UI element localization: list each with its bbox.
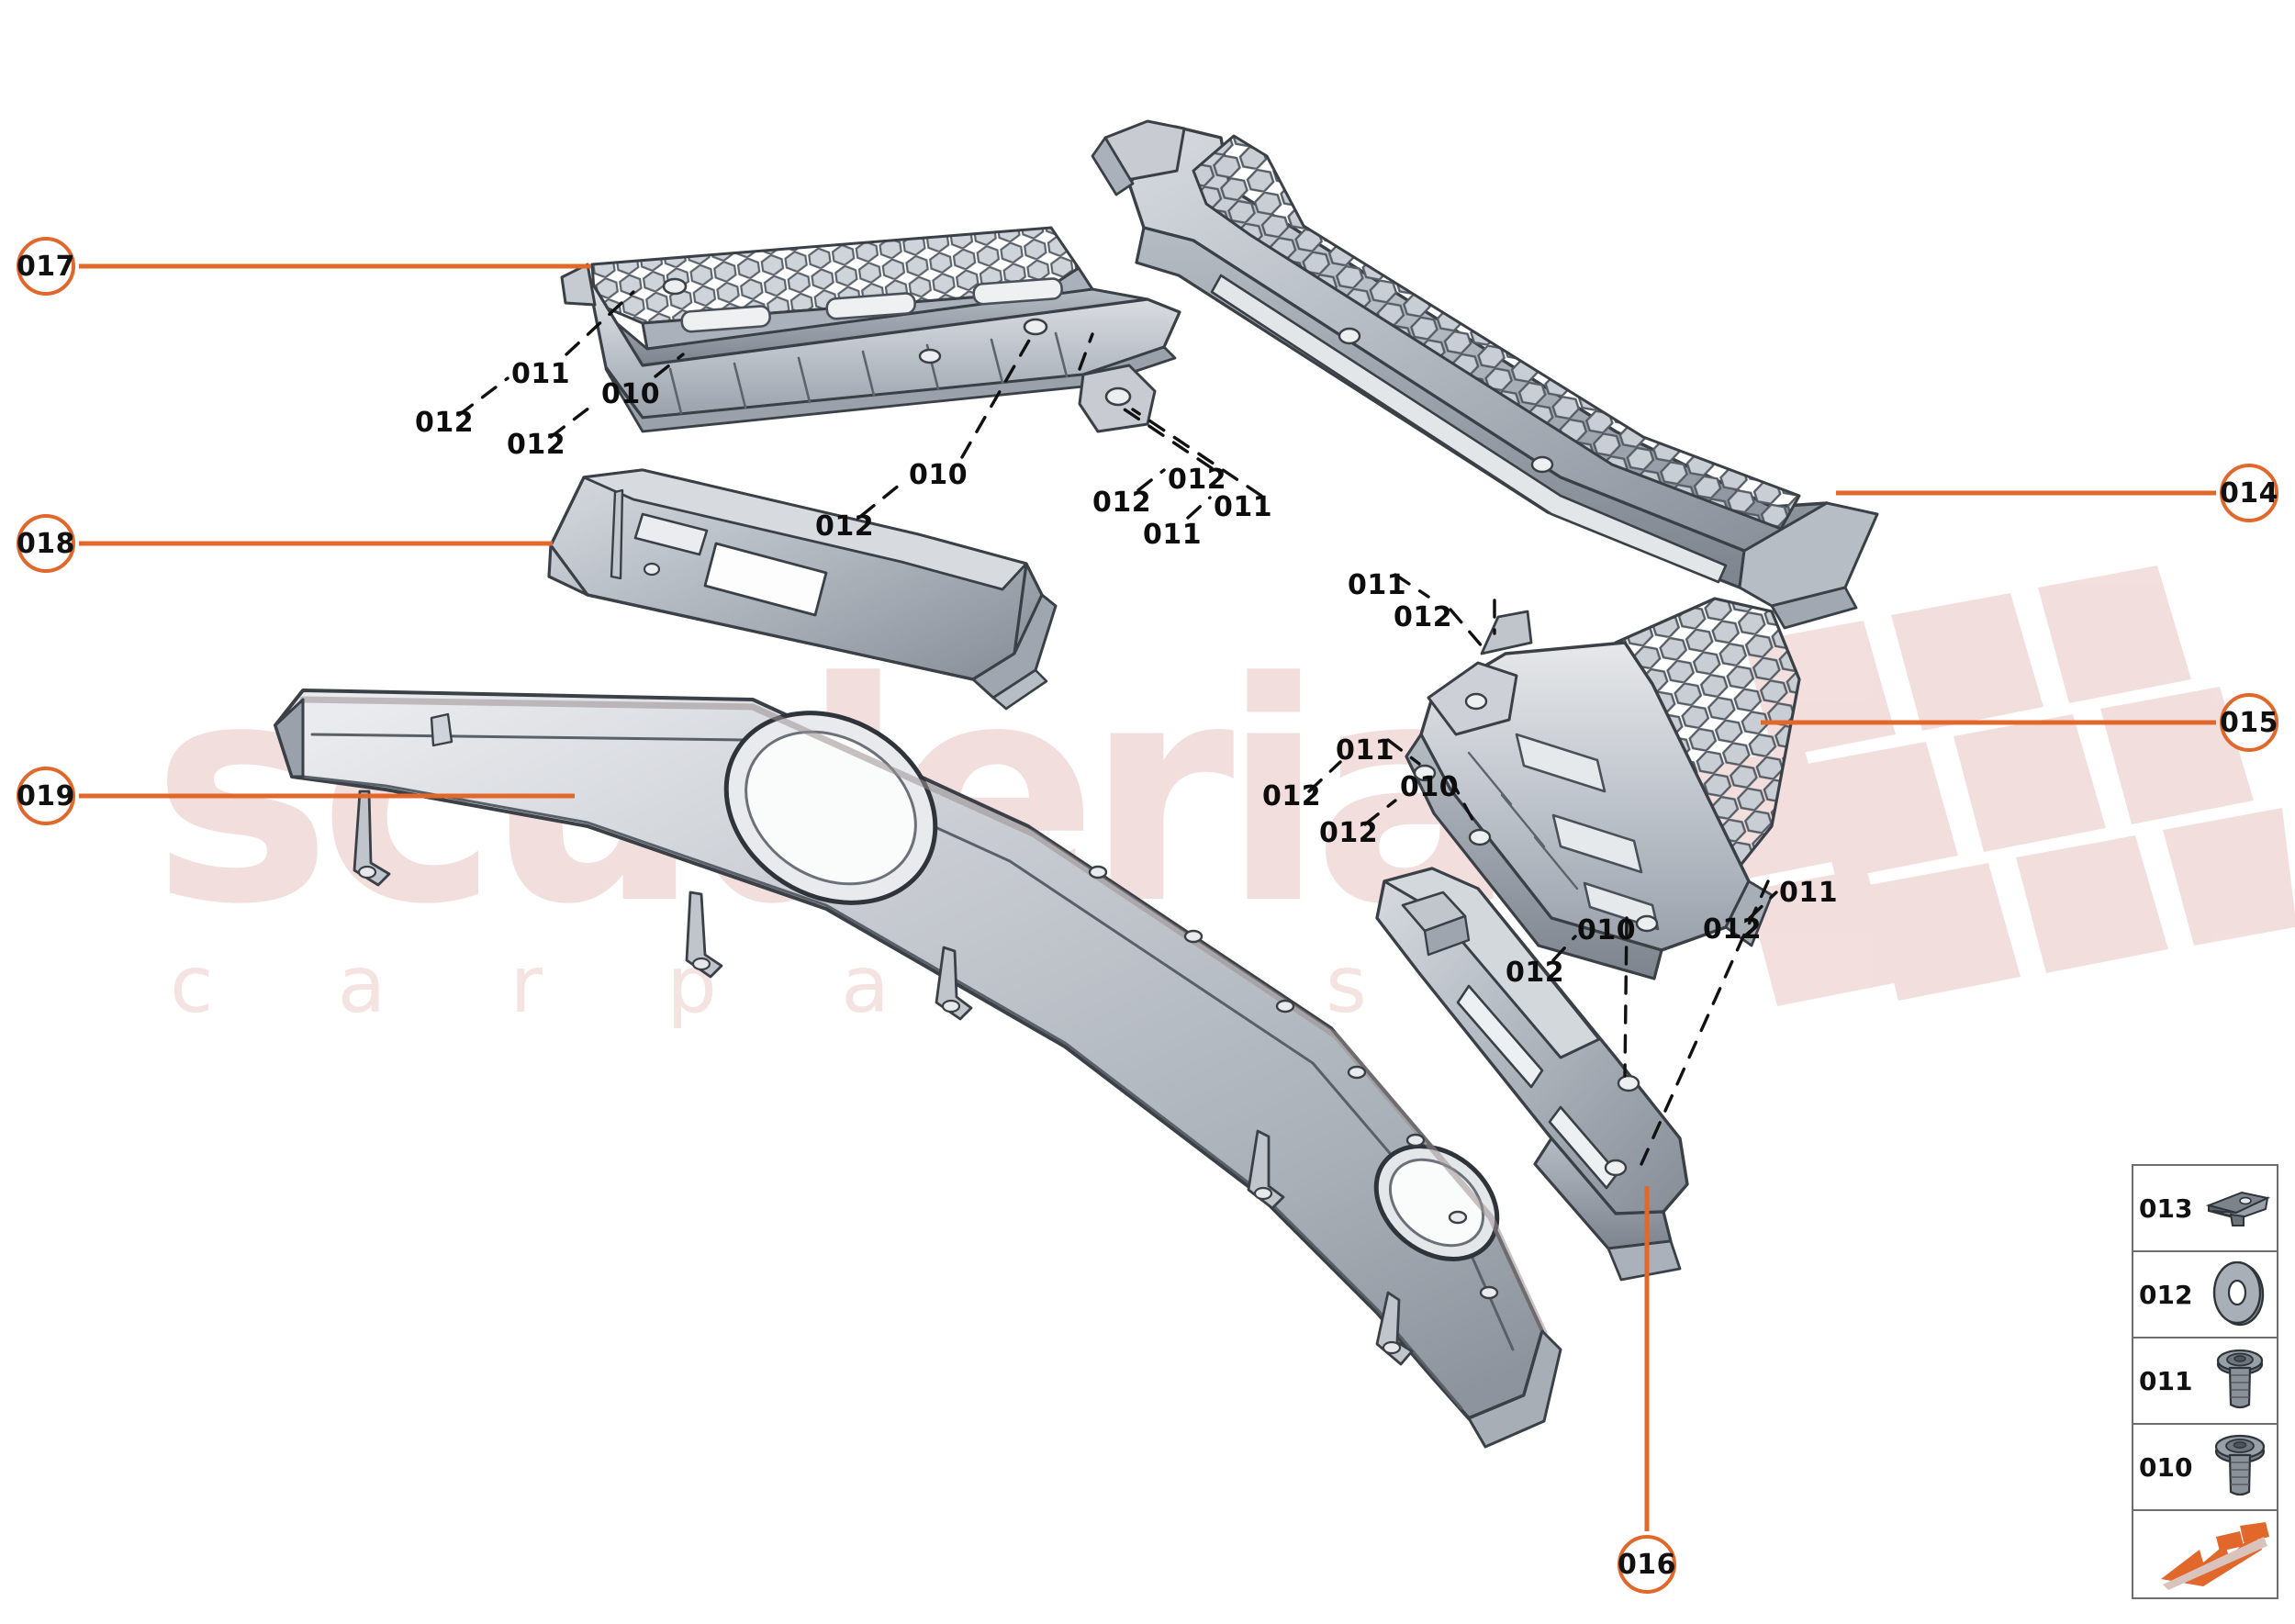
part-017-shape: [560, 226, 1181, 433]
callout-019[interactable]: 019: [17, 767, 75, 825]
callout-014[interactable]: 014: [2220, 464, 2278, 522]
part-number-label: 012: [1703, 913, 1763, 946]
washer-icon: [2209, 1261, 2271, 1327]
part-number-label: 010: [1577, 914, 1637, 946]
part-number-label: 012: [1319, 817, 1379, 849]
orange-arrow-icon: [2161, 1518, 2271, 1590]
legend-row-arrow: [2133, 1511, 2277, 1597]
part-number-label: 011: [1143, 519, 1203, 551]
legend-row-012: 012: [2133, 1252, 2277, 1338]
part-019-shape: [274, 689, 1562, 1449]
part-number-label: 012: [1092, 487, 1152, 519]
legend-row-013: 013: [2133, 1166, 2277, 1252]
part-018-shape: [547, 468, 1058, 711]
bolt-icon: [2209, 1433, 2271, 1501]
legend-label: 010: [2139, 1451, 2193, 1483]
part-016-shape: [1375, 867, 1689, 1282]
callout-018[interactable]: 018: [17, 514, 75, 573]
part-number-label: 012: [815, 510, 875, 543]
fastener-legend: 013 012 011: [2132, 1164, 2278, 1599]
part-number-label: 011: [1348, 569, 1407, 601]
part-number-label: 012: [1394, 601, 1453, 633]
part-number-label: 011: [511, 358, 571, 390]
part-number-label: 012: [1262, 780, 1322, 812]
callout-017[interactable]: 017: [17, 237, 75, 296]
part-number-label: 010: [1400, 771, 1460, 803]
legend-label: 012: [2139, 1279, 2193, 1310]
legend-row-011: 011: [2133, 1338, 2277, 1425]
part-number-label: 010: [909, 459, 968, 491]
part-number-label: 011: [1214, 491, 1273, 523]
part-number-label: 011: [1336, 734, 1395, 767]
legend-row-010: 010: [2133, 1425, 2277, 1511]
part-014-shape: [1091, 119, 1879, 630]
part-number-label: 012: [1506, 957, 1565, 989]
callout-016[interactable]: 016: [1618, 1535, 1676, 1594]
legend-label: 011: [2139, 1365, 2193, 1396]
part-number-label: 012: [1168, 464, 1227, 496]
legend-label: 013: [2139, 1193, 2193, 1224]
part-number-label: 010: [601, 378, 661, 410]
part-015-shape: [1405, 597, 1801, 980]
part-number-label: 011: [1779, 877, 1839, 909]
clip-nut-icon: [2200, 1187, 2271, 1229]
bolt-icon: [2209, 1348, 2271, 1414]
part-number-label: 012: [507, 429, 566, 461]
part-number-label: 012: [415, 407, 475, 439]
callout-015[interactable]: 015: [2220, 693, 2278, 752]
